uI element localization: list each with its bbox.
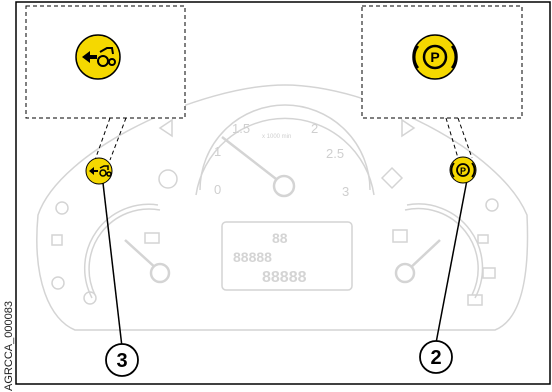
tick-label: 1.5 [232,121,250,136]
cab-icon [477,234,489,244]
leader-line-2 [435,179,468,344]
connector [457,117,473,159]
headlamp-icon [485,198,499,212]
connector [109,117,127,161]
gauge-needles [124,136,441,284]
lcd-row3: 88888 [262,269,307,286]
air-filter-icon [482,267,496,279]
parking-brake-icon: P [412,34,458,80]
left-gauge-arc-outer [83,203,159,299]
gear-warning-icon [83,291,97,305]
speedo-hub [272,174,296,198]
diff-lock-icon [55,201,69,215]
left-needle [124,239,159,271]
lcd-readouts: 88 88888 88888 [233,230,307,286]
connector [94,117,111,161]
left-gauge-arc [88,208,161,296]
right-gauge-arc [404,207,479,296]
svg-text:P: P [460,166,466,176]
tractor-ground-drive-icon [75,34,121,80]
speedo-arc [199,104,371,191]
cluster-ground-drive-indicator [85,157,113,185]
warning-diamond-icon [380,166,404,190]
right-turn-icon [401,118,416,138]
callout-3: 3 [105,343,139,377]
callout-2: 2 [419,340,453,374]
cluster-parking-brake-indicator: P [449,156,477,184]
battery-icon [467,294,483,306]
document-reference: AGRCCA_000083 [3,301,15,391]
oil-can-icon [51,234,63,246]
left-turn-icon [158,118,173,138]
speedo-needle [221,136,281,183]
callout-number: 2 [430,347,441,369]
tick-label: 2.5 [326,146,344,161]
right-needle [407,239,441,271]
lcd-row1: 88 [272,230,288,246]
speedo-tick-labels: 0 1 1.5 2 2.5 3 x 1000 min [214,121,349,199]
speedo-arc-outer [195,117,375,196]
right-gauge-arc-outer [406,203,484,299]
parking-p-glyph: P [430,49,439,65]
lcd-row2: 88888 [233,249,272,265]
tick-label: 1 [214,144,221,159]
fuel-icon [392,229,408,243]
callout-number: 3 [116,350,127,372]
leader-line-3 [102,182,123,348]
tick-label: 2 [311,121,318,136]
connector-lines [94,117,473,161]
filter-icon [51,276,65,290]
lcd-panel [221,221,353,291]
speedo-unit: x 1000 min [262,134,291,140]
stop-icon [158,169,178,189]
right-hub [394,262,416,284]
tick-label: 3 [342,184,349,199]
tick-label: 0 [214,182,221,197]
left-hub [149,262,171,284]
temp-icon [144,232,160,244]
